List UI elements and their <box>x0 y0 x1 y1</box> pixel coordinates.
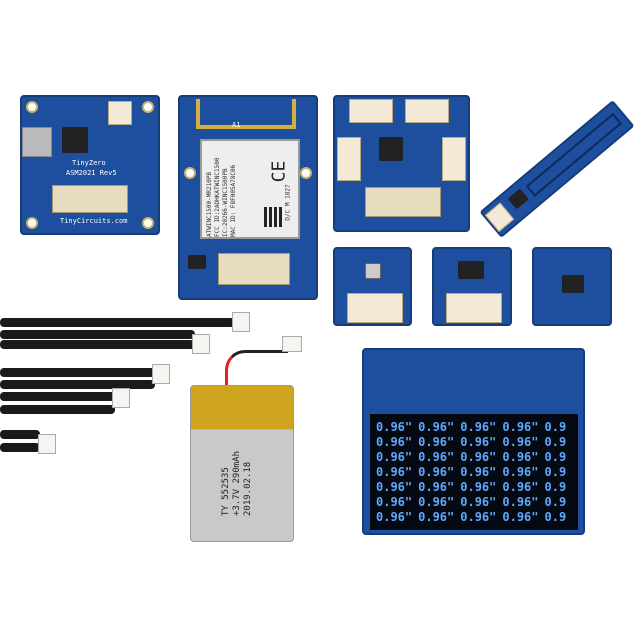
board-name: TinyZero <box>72 159 106 167</box>
battery-wires <box>225 350 288 403</box>
sensor-chip <box>365 263 381 279</box>
oled-text: 0.9 <box>544 495 567 509</box>
oled-text: 0.96" <box>460 420 497 434</box>
cable-plug <box>112 388 130 408</box>
oled-text: 0.9 <box>544 450 567 464</box>
mount-hole <box>26 101 38 113</box>
jst-connector <box>442 137 466 181</box>
oled-text: 0.96" <box>460 480 497 494</box>
oled-text: 0.96" <box>502 435 539 449</box>
sensor-chip <box>458 261 484 279</box>
usb-port <box>22 127 52 157</box>
oled-text: 0.96" <box>460 495 497 509</box>
oled-text: 0.96" <box>418 480 455 494</box>
oled-text: 0.96" <box>376 510 413 524</box>
soil-moisture-sensor <box>479 100 635 238</box>
oled-text: 0.96" <box>418 435 455 449</box>
ce-mark: CE <box>268 160 290 183</box>
jst-connector <box>484 202 515 233</box>
board-url: TinyCircuits.com <box>60 217 128 225</box>
oled-text: 0.96" <box>502 420 539 434</box>
oled-text: 0.9 <box>544 435 567 449</box>
oled-text: 0.96" <box>460 435 497 449</box>
oled-text-row: 0.96" 0.96" 0.96" 0.96" 0.9 <box>376 420 572 435</box>
oled-text: 0.96" <box>376 420 413 434</box>
oled-text-row: 0.96" 0.96" 0.96" 0.96" 0.9 <box>376 480 572 495</box>
oled-text: 0.96" <box>376 450 413 464</box>
sensor-chip <box>562 275 584 293</box>
mount-hole <box>300 167 312 179</box>
oled-text: 0.9 <box>544 510 567 524</box>
battery-plug <box>282 336 302 352</box>
oled-text: 0.9 <box>544 465 567 479</box>
cable-plug <box>192 334 210 354</box>
tinyzero-board: TinyZero ASM2021 Rev5 TinyCircuits.com <box>20 95 160 235</box>
board-rev: ASM2021 Rev5 <box>66 169 117 177</box>
mount-hole <box>184 167 196 179</box>
mount-hole <box>142 101 154 113</box>
oled-text-row: 0.96" 0.96" 0.96" 0.96" 0.9 <box>376 495 572 510</box>
oled-text: 0.96" <box>376 480 413 494</box>
oled-text: 0.96" <box>502 450 539 464</box>
sensor-trace <box>525 112 623 197</box>
oled-text: 0.96" <box>376 435 413 449</box>
board-connector <box>52 185 128 213</box>
cable-plug <box>152 364 170 384</box>
oled-text: 0.96" <box>418 465 455 479</box>
board-connector <box>365 187 441 217</box>
mount-hole <box>142 217 154 229</box>
jst-connector <box>347 293 403 323</box>
oled-text-row: 0.96" 0.96" 0.96" 0.96" 0.9 <box>376 450 572 465</box>
oled-text: 0.9 <box>544 420 567 434</box>
oled-text: 0.96" <box>460 465 497 479</box>
cable-plug <box>38 434 56 454</box>
oled-text: 0.96" <box>502 465 539 479</box>
sensor-board-2 <box>432 247 512 326</box>
microcontroller-chip <box>62 127 88 153</box>
cable-plug <box>232 312 250 332</box>
oled-text: 0.96" <box>376 495 413 509</box>
oled-text: 0.96" <box>460 510 497 524</box>
sensor-chip <box>507 188 529 210</box>
hub-chip <box>379 137 403 161</box>
date-code: D/C M 1827 <box>284 184 292 221</box>
antenna-trace <box>196 99 296 129</box>
oled-text-row: 0.96" 0.96" 0.96" 0.96" 0.9 <box>376 465 572 480</box>
board-connector <box>218 253 290 285</box>
jst-connector <box>405 99 449 123</box>
qr-code <box>264 207 284 227</box>
oled-text: 0.96" <box>418 450 455 464</box>
oled-text: 0.96" <box>376 465 413 479</box>
oled-text: 0.96" <box>418 420 455 434</box>
oled-text: 0.96" <box>502 495 539 509</box>
oled-text: 0.96" <box>502 510 539 524</box>
oled-text: 0.96" <box>418 510 455 524</box>
sensor-board-1 <box>333 247 412 326</box>
oled-text: 0.96" <box>502 480 539 494</box>
jst-connector <box>108 101 132 125</box>
jst-connector <box>337 137 361 181</box>
oled-text-row: 0.96" 0.96" 0.96" 0.96" 0.9 <box>376 435 572 450</box>
oled-text-row: 0.96" 0.96" 0.96" 0.96" 0.9 <box>376 510 572 525</box>
antenna-label: A1 <box>232 121 241 129</box>
oled-text: 0.96" <box>418 495 455 509</box>
sensor-board-3 <box>532 247 612 326</box>
jst-connector <box>446 293 502 323</box>
mount-hole <box>26 217 38 229</box>
jst-connector <box>349 99 393 123</box>
oled-text: 0.96" <box>460 450 497 464</box>
chip <box>188 255 206 269</box>
hub-board <box>333 95 470 232</box>
oled-text: 0.9 <box>544 480 567 494</box>
